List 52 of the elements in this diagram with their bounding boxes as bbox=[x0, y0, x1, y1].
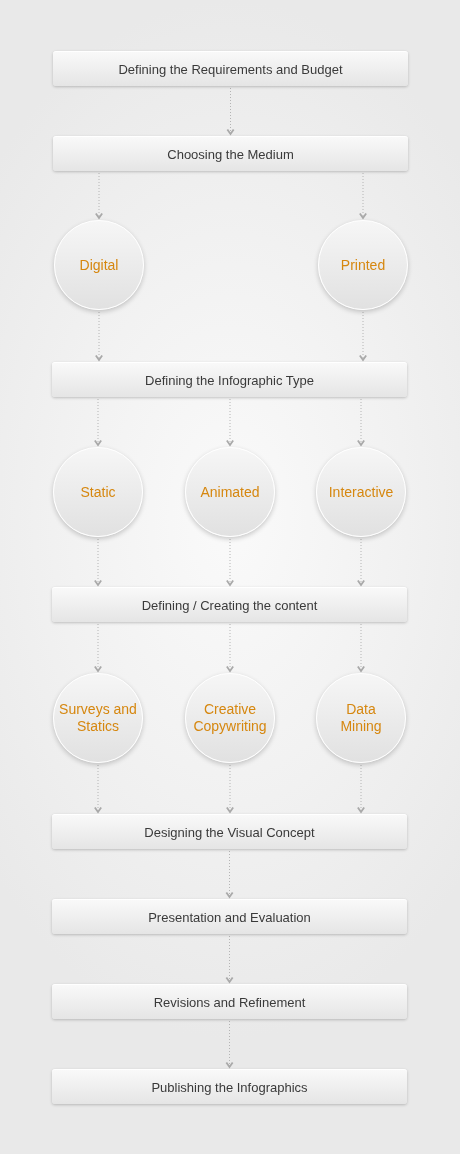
process-box bbox=[53, 136, 408, 171]
process-box bbox=[52, 814, 407, 849]
dotted-arrow bbox=[94, 172, 104, 219]
process-box bbox=[52, 362, 407, 397]
option-label: Printed bbox=[339, 256, 387, 274]
option-circle bbox=[318, 220, 408, 310]
option-label: Animated bbox=[199, 483, 261, 501]
option-circle bbox=[185, 447, 275, 537]
step-label: Presentation and Evaluation bbox=[148, 909, 311, 925]
option-label: Digital bbox=[78, 256, 120, 274]
step-label: Choosing the Medium bbox=[167, 146, 294, 162]
step-label: Revisions and Refinement bbox=[153, 994, 306, 1010]
step-label: Designing the Visual Concept bbox=[144, 824, 315, 840]
option-label: Static bbox=[79, 483, 117, 501]
dotted-arrow bbox=[93, 398, 103, 446]
dotted-arrow bbox=[93, 764, 103, 813]
option-label: Creative Copywriting bbox=[192, 701, 268, 735]
step-label: Defining the Infographic Type bbox=[145, 372, 314, 388]
dotted-arrow bbox=[226, 87, 235, 135]
option-label: Data Mining bbox=[339, 701, 383, 735]
option-label: Interactive bbox=[327, 483, 395, 501]
step-label: Defining the Requirements and Budget bbox=[118, 61, 343, 77]
dotted-arrow bbox=[356, 764, 366, 813]
dotted-arrow bbox=[356, 398, 366, 446]
option-circle bbox=[54, 220, 144, 310]
step-label: Defining / Creating the content bbox=[141, 597, 318, 613]
option-circle bbox=[185, 673, 275, 763]
dotted-arrow bbox=[225, 935, 234, 983]
dotted-arrow bbox=[225, 398, 235, 446]
dotted-arrow bbox=[225, 538, 235, 586]
option-circle bbox=[316, 673, 406, 763]
step-label: Publishing the Infographics bbox=[151, 1079, 308, 1095]
dotted-arrow bbox=[225, 1020, 234, 1068]
dotted-arrow bbox=[94, 311, 104, 361]
process-box bbox=[52, 587, 407, 622]
option-circle bbox=[53, 673, 143, 763]
option-circle bbox=[53, 447, 143, 537]
dotted-arrow bbox=[225, 764, 235, 813]
dotted-arrow bbox=[358, 311, 368, 361]
dotted-arrow bbox=[225, 850, 234, 898]
process-box bbox=[52, 1069, 407, 1104]
dotted-arrow bbox=[356, 623, 366, 672]
process-box bbox=[52, 899, 407, 934]
process-box bbox=[52, 984, 407, 1019]
dotted-arrow bbox=[93, 538, 103, 586]
process-box bbox=[53, 51, 408, 86]
dotted-arrow bbox=[93, 623, 103, 672]
dotted-arrow bbox=[358, 172, 368, 219]
option-circle bbox=[316, 447, 406, 537]
dotted-arrow bbox=[225, 623, 235, 672]
option-label: Surveys and Statics bbox=[58, 701, 138, 735]
dotted-arrow bbox=[356, 538, 366, 586]
